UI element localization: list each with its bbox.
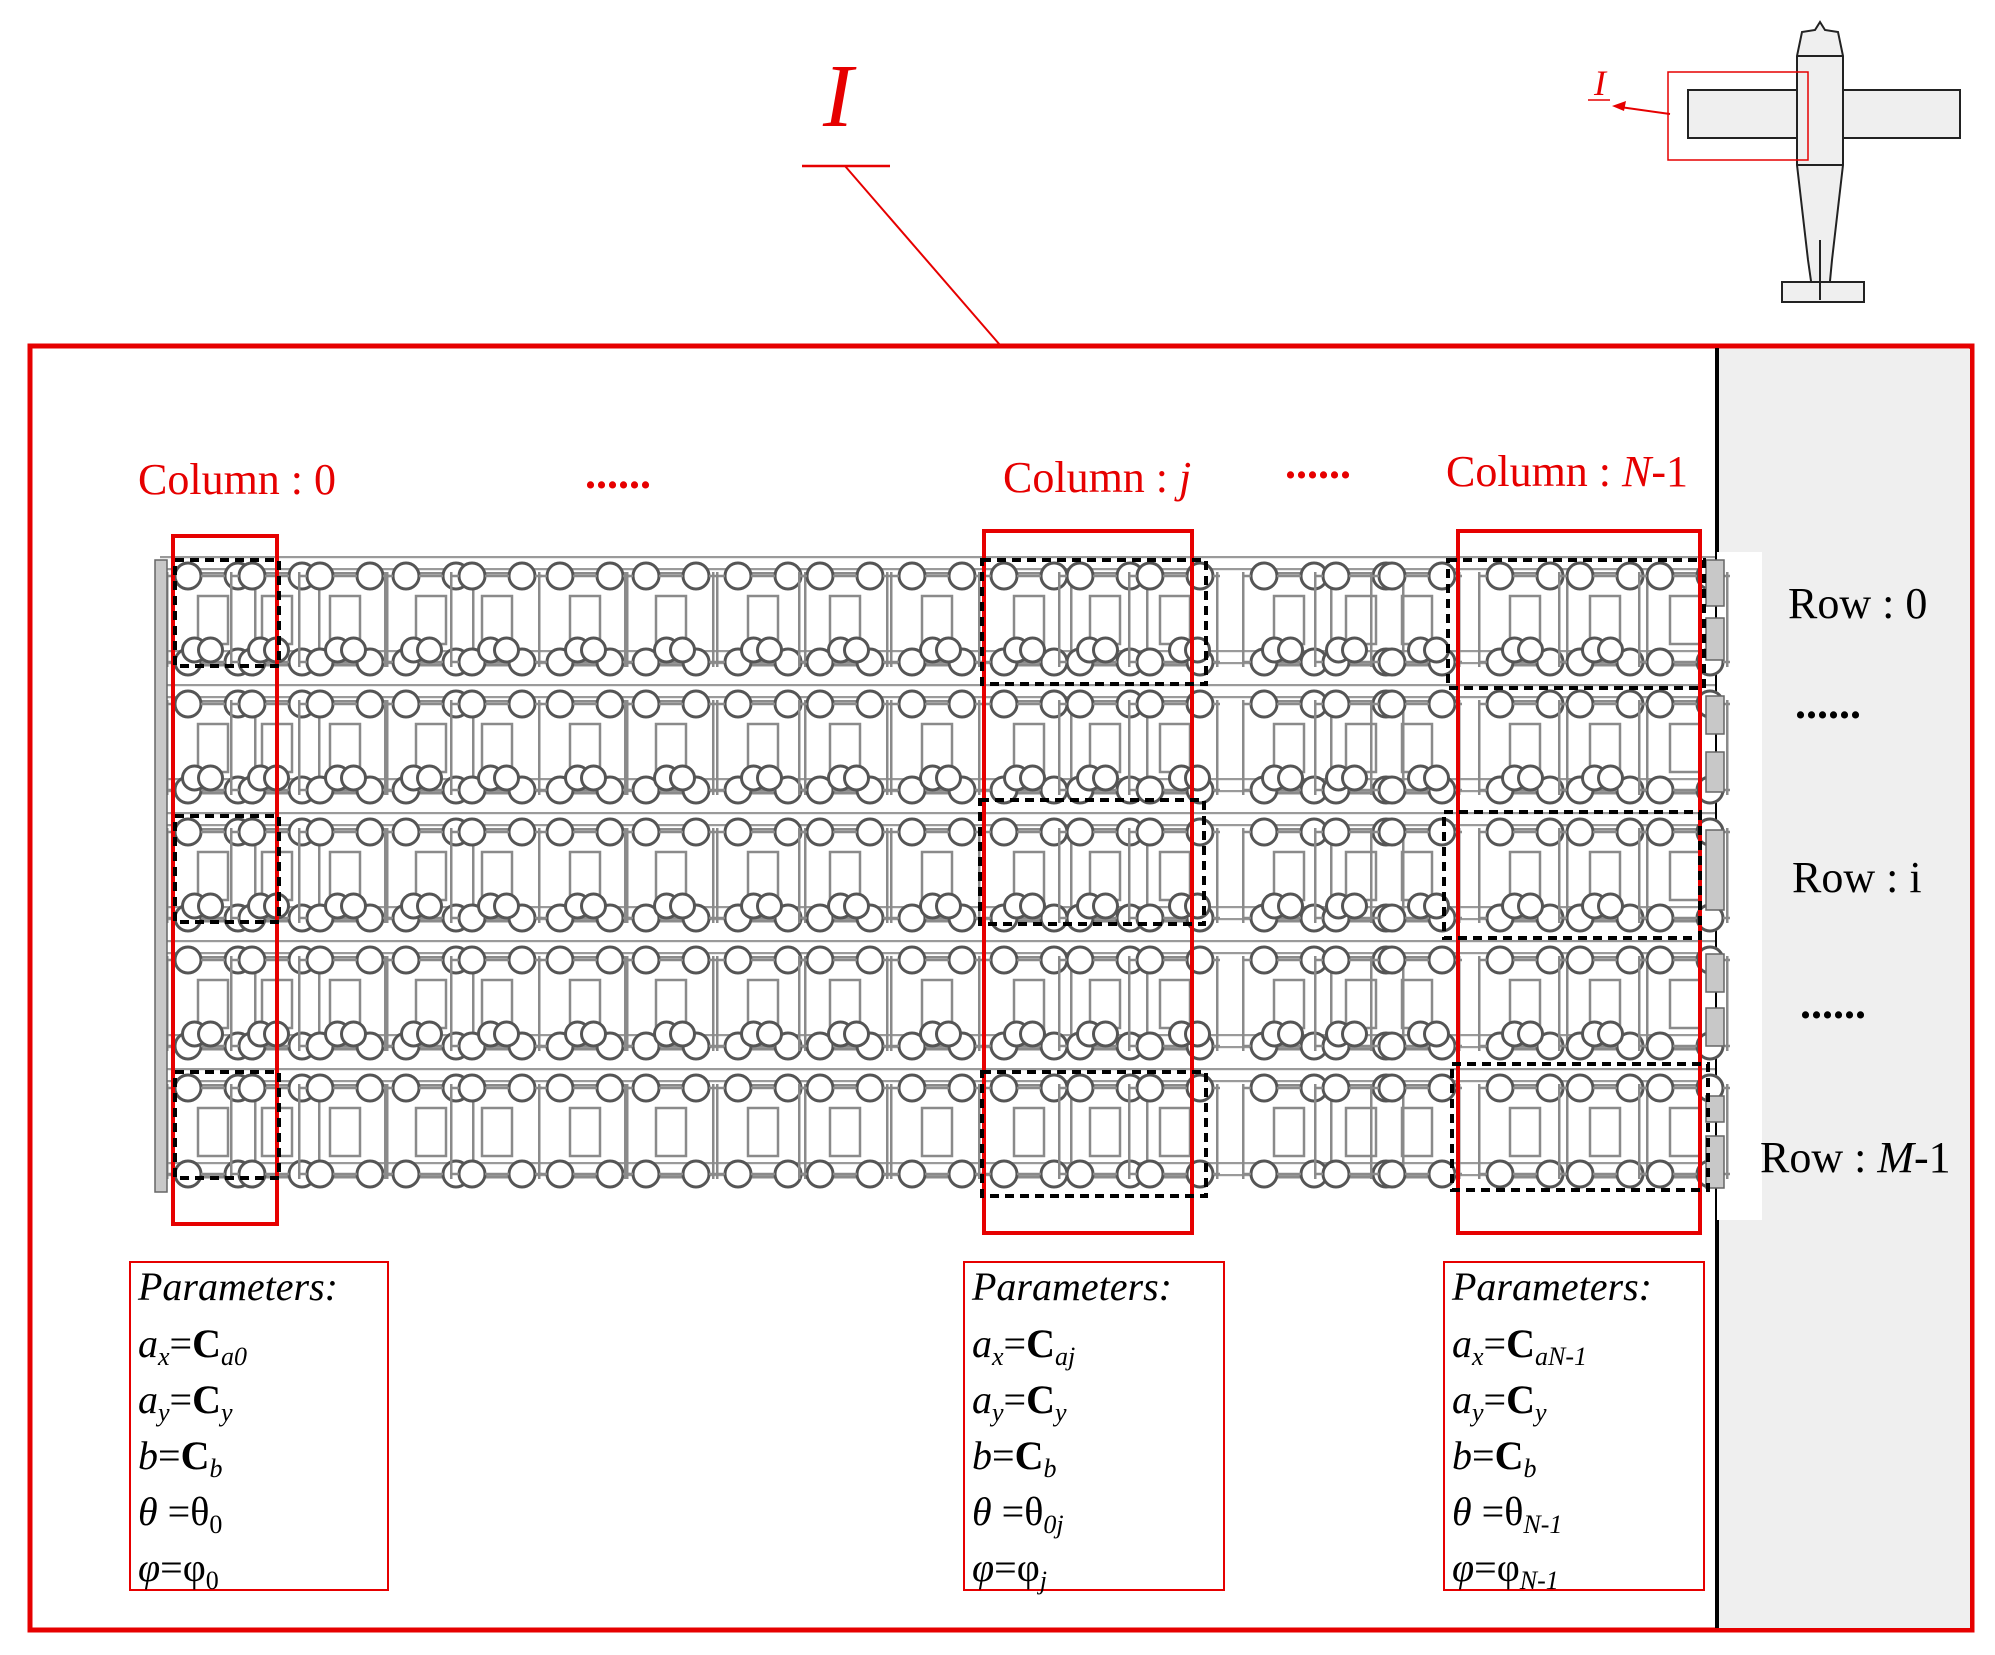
left-boundary-plate xyxy=(154,559,168,1193)
param-phi: φ=φj xyxy=(972,1545,1047,1595)
row-label-0: Row : 0 xyxy=(1788,579,1927,628)
cell-box-n-0 xyxy=(1446,558,1706,690)
param-ax: ax=Ca0 xyxy=(138,1321,247,1371)
param-theta: θ =θ0j xyxy=(972,1489,1064,1539)
param-phi: φ=φ0 xyxy=(138,1545,219,1595)
param-theta: θ =θN-1 xyxy=(1452,1489,1562,1539)
row-ellipsis-1: ...... xyxy=(1795,679,1861,728)
callout-leader xyxy=(844,165,1001,346)
lattice-structure xyxy=(160,556,1732,1189)
parameter-box-n-1 xyxy=(1443,1261,1705,1591)
param-ay: ay=Cy xyxy=(972,1377,1067,1427)
cell-highlight-boxes xyxy=(173,558,1710,1198)
inset-arrow xyxy=(1619,106,1671,115)
inset-highlight-box xyxy=(1667,71,1809,161)
row-label-m-1: Row : M-1 xyxy=(1760,1133,1951,1182)
cell-box-0-m xyxy=(173,1070,281,1180)
param-b: b=Cb xyxy=(972,1433,1056,1483)
param-ax: ax=Caj xyxy=(972,1321,1075,1371)
param-theta: θ =θ0 xyxy=(138,1489,222,1539)
param-b: b=Cb xyxy=(1452,1433,1536,1483)
column-label-0: Column : 0 xyxy=(138,455,336,504)
parameters-title: Parameters: xyxy=(1451,1264,1652,1309)
column-ellipsis-1: ...... xyxy=(585,449,651,498)
cell-box-j-0 xyxy=(980,558,1208,686)
param-ay: ay=Cy xyxy=(1452,1377,1547,1427)
row-label-i: Row : i xyxy=(1792,853,1922,902)
column-label-j: Column : j xyxy=(1003,453,1191,502)
parameter-box-0 xyxy=(129,1261,389,1591)
airplane-icon xyxy=(1687,20,1961,303)
column-ellipsis-2: ...... xyxy=(1285,439,1351,488)
param-phi: φ=φN-1 xyxy=(1452,1545,1559,1595)
column-box-j xyxy=(982,529,1194,1235)
callout-label: I xyxy=(822,47,857,146)
cell-box-j-m xyxy=(980,1070,1208,1198)
cell-box-j-i xyxy=(978,798,1206,926)
column-box-n-1 xyxy=(1456,529,1702,1235)
parameters-n-1: Parameters: ax=CaN-1 ay=Cy b=Cb θ =θN-1 … xyxy=(1451,1264,1652,1595)
cell-box-n-m xyxy=(1450,1062,1710,1192)
param-ay: ay=Cy xyxy=(138,1377,233,1427)
cell-box-0-i xyxy=(173,814,281,924)
inset-label: I xyxy=(1593,63,1608,103)
cell-box-0-0 xyxy=(173,558,281,668)
column-label-n-1: Column : N-1 xyxy=(1446,447,1688,496)
param-b: b=Cb xyxy=(138,1433,222,1483)
parameter-box-j xyxy=(963,1261,1225,1591)
parameters-title: Parameters: xyxy=(137,1264,338,1309)
parameters-title: Parameters: xyxy=(971,1264,1172,1309)
cell-box-n-i xyxy=(1442,810,1702,940)
parameters-j: Parameters: ax=Caj ay=Cy b=Cb θ =θ0j φ=φ… xyxy=(971,1264,1172,1595)
row-ellipsis-2: ...... xyxy=(1800,979,1866,1028)
param-ax: ax=CaN-1 xyxy=(1452,1321,1587,1371)
right-boundary-tabs xyxy=(1705,559,1725,1189)
inset-arrow-head xyxy=(1612,101,1626,111)
parameters-0: Parameters: ax=Ca0 ay=Cy b=Cb θ =θ0 φ=φ0 xyxy=(137,1264,338,1595)
